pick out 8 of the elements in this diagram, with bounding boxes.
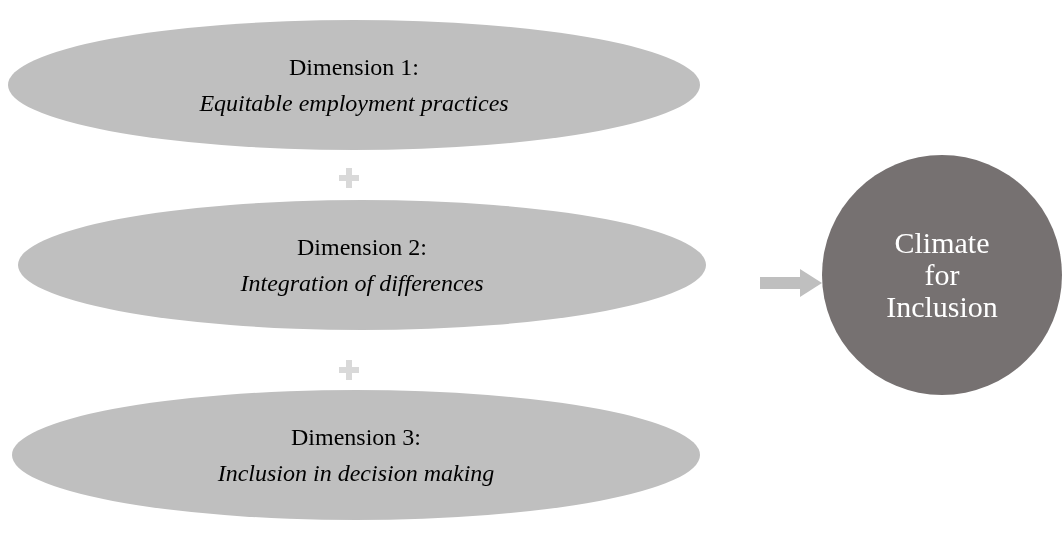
node-label: Climate for Inclusion: [885, 227, 999, 323]
dimension-heading: Dimension 1:: [289, 53, 419, 82]
dimension-name: Equitable employment practices: [199, 89, 509, 118]
arrow: [760, 269, 822, 297]
dimension-heading: Dimension 2:: [297, 233, 427, 262]
dimension-heading: Dimension 3:: [291, 423, 421, 452]
dimension-name: Integration of differences: [240, 269, 484, 298]
dimension-name: Inclusion in decision making: [217, 459, 495, 488]
